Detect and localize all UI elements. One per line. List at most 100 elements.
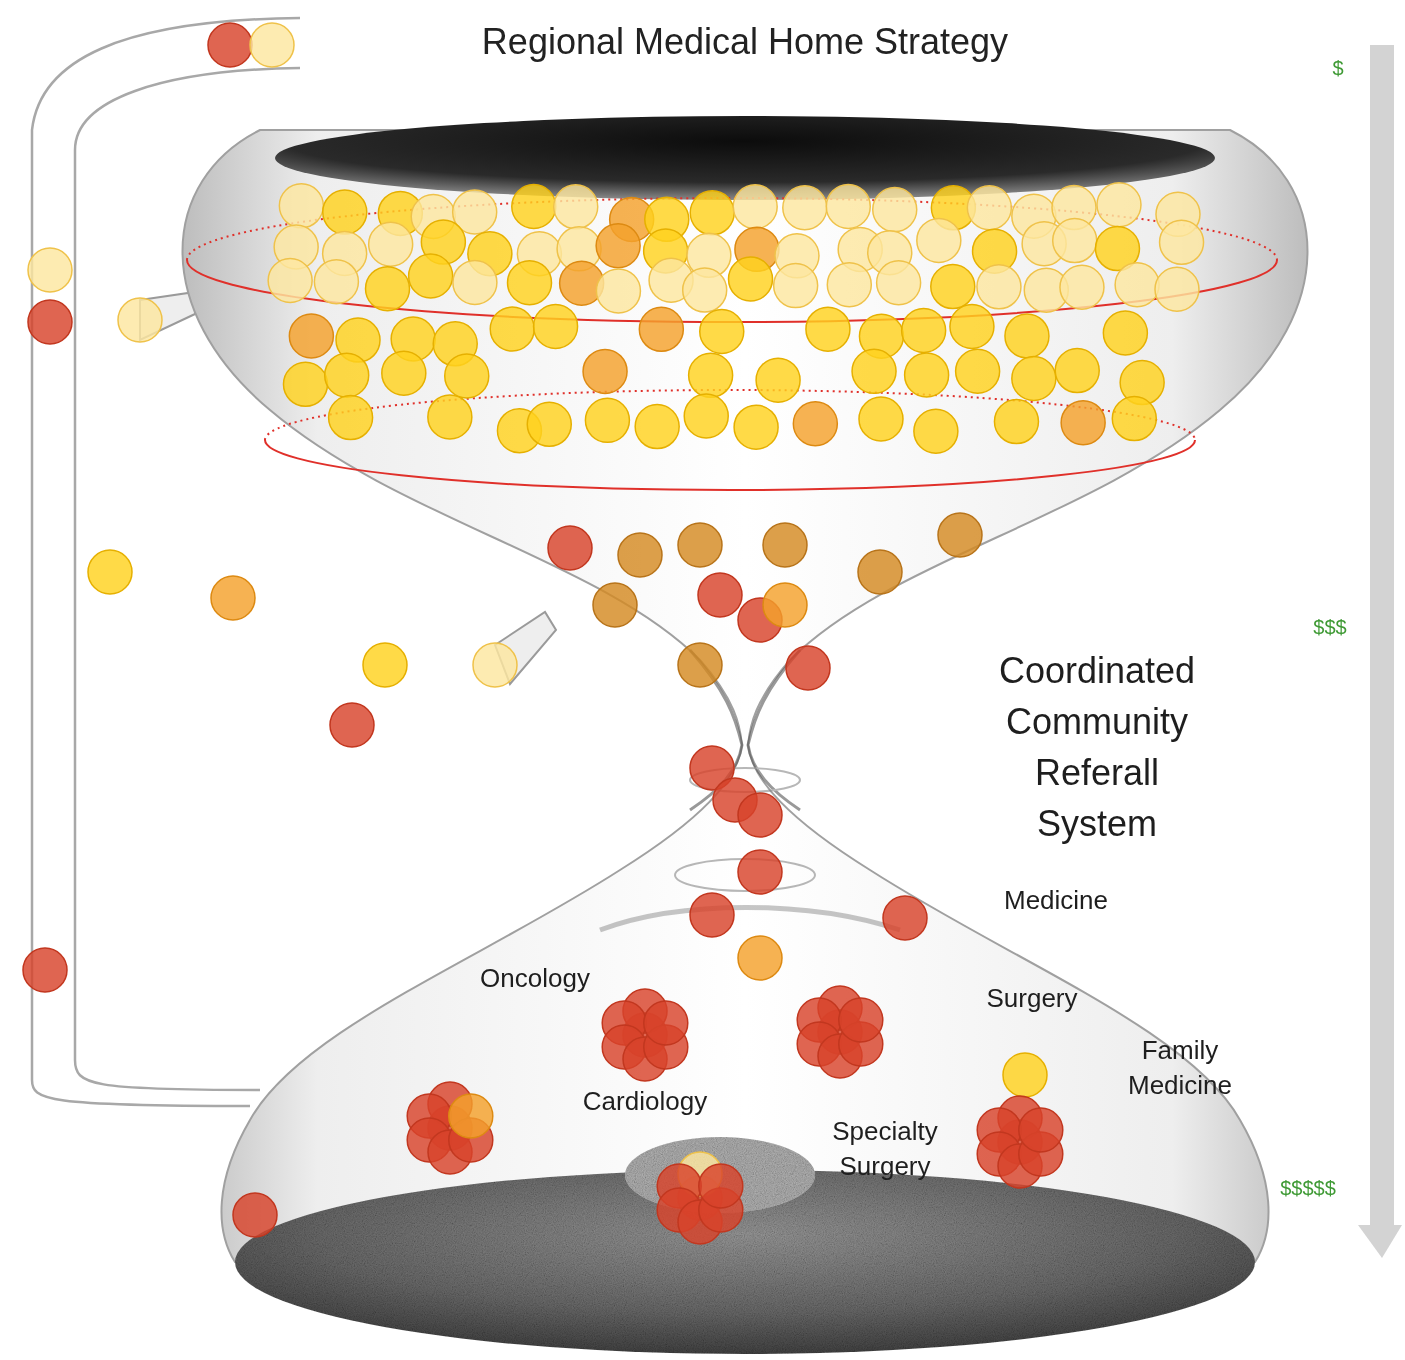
patient-dot	[289, 314, 333, 358]
patient-dot	[1003, 1053, 1047, 1097]
patient-dot	[877, 261, 921, 305]
patient-dot	[453, 260, 497, 304]
patient-dot	[956, 349, 1000, 393]
patient-dot	[738, 850, 782, 894]
patient-dot	[593, 583, 637, 627]
patient-dot	[763, 583, 807, 627]
patient-dot	[268, 258, 312, 302]
patient-dot	[1012, 356, 1056, 400]
patient-dot	[859, 397, 903, 441]
patient-dot	[690, 191, 734, 235]
patient-dot	[786, 646, 830, 690]
hourglass-glass	[183, 130, 1308, 1262]
patient-dot	[118, 298, 162, 342]
patient-dot	[644, 1001, 688, 1045]
department-label: Surgery	[932, 983, 1132, 1014]
cost-label: $$$$$	[1258, 1176, 1358, 1200]
patient-dot	[931, 265, 975, 309]
patient-dot	[329, 396, 373, 440]
sand-mound	[625, 1137, 815, 1213]
patient-dot	[28, 300, 72, 344]
patient-dot	[763, 523, 807, 567]
ring-back	[265, 390, 1195, 440]
patient-dot	[512, 185, 556, 229]
arrow-head	[1358, 1225, 1402, 1258]
patient-dot	[1097, 183, 1141, 227]
department-label: Family Medicine	[1105, 1033, 1255, 1103]
patient-dot	[902, 309, 946, 353]
patient-dot	[684, 394, 728, 438]
patient-dot	[683, 268, 727, 312]
patient-dot	[325, 353, 369, 397]
patient-dot	[839, 998, 883, 1042]
patient-dots	[23, 23, 1204, 1244]
patient-dot	[827, 263, 871, 307]
department-label: Cardiology	[545, 1086, 745, 1117]
patient-dot	[774, 264, 818, 308]
patient-dot	[330, 703, 374, 747]
patient-dot	[1160, 220, 1204, 264]
patient-dot	[635, 405, 679, 449]
patient-dot	[967, 186, 1011, 230]
patient-dot	[211, 576, 255, 620]
patient-dot	[527, 402, 571, 446]
patient-dot	[756, 358, 800, 402]
patient-dot	[554, 185, 598, 229]
patient-dot	[858, 550, 902, 594]
cost-label: $	[1308, 56, 1368, 80]
patient-dot	[1055, 349, 1099, 393]
patient-dot	[596, 269, 640, 313]
neck-shading	[600, 650, 900, 930]
strata-rings	[187, 198, 1277, 490]
patient-dot	[382, 351, 426, 395]
patient-dot	[914, 409, 958, 453]
patient-dot	[323, 190, 367, 234]
patient-dot	[1019, 1108, 1063, 1152]
patient-dot	[366, 267, 410, 311]
patient-dot	[873, 188, 917, 232]
patient-dot	[585, 398, 629, 442]
cost-label: $$$	[1290, 615, 1370, 639]
patient-dot	[852, 349, 896, 393]
patient-dot	[689, 353, 733, 397]
patient-dot	[678, 643, 722, 687]
patient-dot	[250, 23, 294, 67]
department-label: Oncology	[435, 963, 635, 994]
neck-line	[600, 908, 900, 931]
patient-dot	[783, 186, 827, 230]
patient-dot	[733, 185, 777, 229]
patient-dot	[729, 257, 773, 301]
patient-dot	[950, 304, 994, 348]
patient-dot	[596, 224, 640, 268]
patient-dot	[409, 254, 453, 298]
patient-dot	[23, 948, 67, 992]
patient-dot	[826, 184, 870, 228]
title: Regional Medical Home Strategy	[395, 20, 1095, 63]
patient-dot	[883, 896, 927, 940]
patient-dot	[449, 1094, 493, 1138]
arrow-shaft	[1370, 45, 1394, 1225]
patient-dot	[473, 643, 517, 687]
patient-dot	[1155, 267, 1199, 311]
patient-dot	[508, 261, 552, 305]
patient-dot	[314, 260, 358, 304]
patient-dot	[1060, 265, 1104, 309]
patient-dot	[279, 184, 323, 228]
system-label: Coordinated Community Referall System	[977, 645, 1217, 849]
patient-dot	[700, 309, 744, 353]
patient-dot	[1115, 263, 1159, 307]
patient-dot	[1061, 401, 1105, 445]
patient-dot	[233, 1193, 277, 1237]
patient-dot	[738, 793, 782, 837]
cost-arrow	[1358, 45, 1402, 1258]
patient-dot	[369, 222, 413, 266]
patient-dot	[445, 354, 489, 398]
patient-dot	[793, 402, 837, 446]
patient-dot	[738, 936, 782, 980]
patient-dot	[1103, 311, 1147, 355]
patient-dot	[88, 550, 132, 594]
patient-dot	[905, 353, 949, 397]
patient-dot	[283, 362, 327, 406]
patient-dot	[490, 307, 534, 351]
patient-dot	[917, 218, 961, 262]
